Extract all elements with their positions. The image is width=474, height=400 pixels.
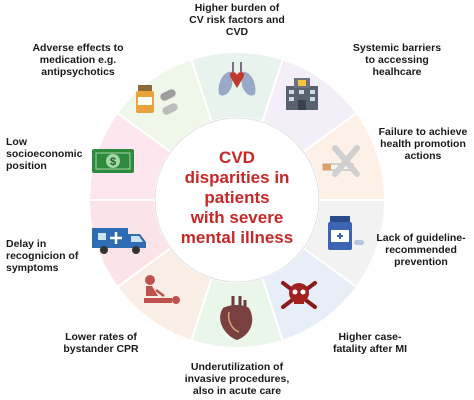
center-circle (154, 117, 320, 283)
anatomical-heart-icon (220, 296, 253, 340)
center-title: CVD disparities in patients with severe … (181, 148, 293, 248)
cpr-icon (144, 275, 180, 304)
center-title-line: CVD (219, 148, 255, 167)
no-smoking-icon (322, 145, 360, 177)
ambulance-icon (92, 228, 146, 254)
medication-bottle-icon (328, 216, 364, 250)
dollar-bill-icon: $ (92, 149, 134, 173)
center-title-line: disparities in (184, 168, 290, 187)
hospital-icon (286, 78, 318, 110)
center-title-line: with severe (190, 208, 284, 227)
svg-text:$: $ (110, 156, 116, 168)
pills-icon (136, 85, 178, 115)
center-title-line: mental illness (180, 228, 294, 247)
heart-lungs-icon (218, 62, 256, 96)
skull-crossbones-icon (281, 281, 317, 309)
center-title-line: patients (204, 188, 270, 207)
icon-layer: $ (92, 62, 364, 340)
label-case-fatality: Higher case-fatality after MI (332, 331, 408, 355)
